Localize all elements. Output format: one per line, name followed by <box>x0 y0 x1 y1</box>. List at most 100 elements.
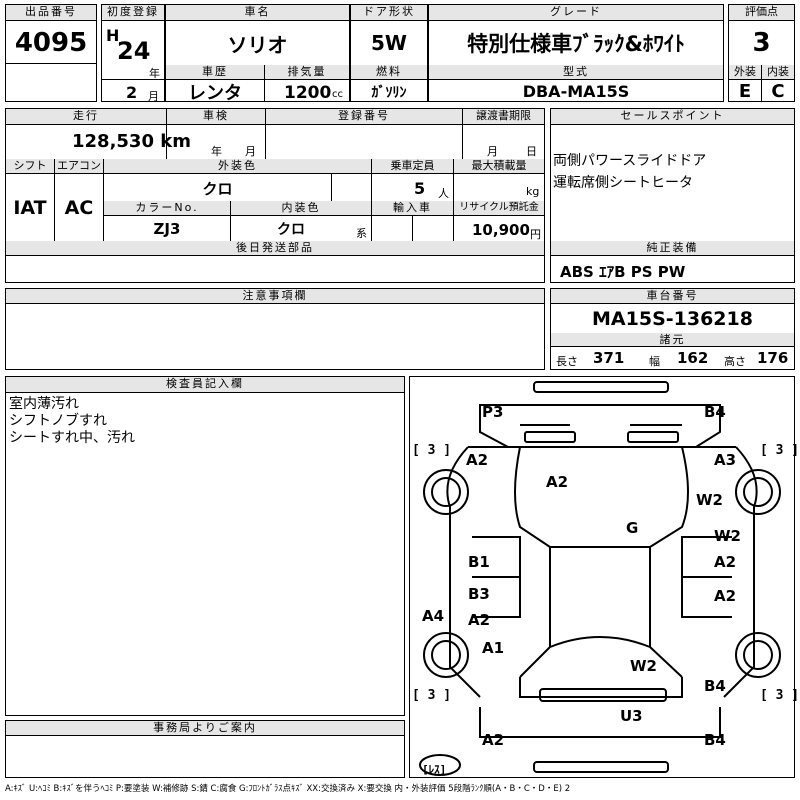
month-unit: 月 <box>148 90 159 103</box>
notes-box: 注意事項欄 <box>5 288 545 370</box>
history-value: レンタ <box>188 82 242 104</box>
spec-block: 走行 車検 登録番号 譲渡書期限 128,530 km 年 月 月 日 シフト … <box>5 108 545 283</box>
length-label: 長さ <box>556 355 578 368</box>
car-name: ソリオ <box>227 32 288 57</box>
mark-a2-bottom: A2 <box>482 731 504 749</box>
model-value: DBA-MA15S <box>522 82 630 101</box>
month-value: 2 <box>126 83 138 102</box>
recycle-label: リサイクル預託金 <box>454 201 544 216</box>
lot-box: 出品番号 4095 <box>5 4 97 102</box>
legend: A:ｷｽﾞ U:ﾍｺﾐ B:ｷｽﾞを伴うﾍｺﾐ P:要塗装 W:補修跡 S:錆 … <box>5 784 571 794</box>
displacement-unit: cc <box>332 89 343 100</box>
capacity-unit: 人 <box>438 187 449 200</box>
equipment-label: 純正装備 <box>551 241 794 256</box>
inspector-line-1: 室内薄汚れ <box>9 396 79 412</box>
transfer-month-unit: 月 <box>487 145 498 158</box>
fuel-label: 燃料 <box>351 65 427 80</box>
year-unit: 年 <box>149 67 160 80</box>
score-box: 評価点 3 外装 内装 E C <box>728 4 795 102</box>
era-letter: H <box>106 26 120 45</box>
equipment-value: ABS ｴｱB PS PW <box>560 263 686 281</box>
mark-a3: A3 <box>714 451 736 469</box>
year-value: 24 <box>117 37 151 65</box>
inspector-box: 検査員記入欄 室内薄汚れ シフトノブすれ シートすれ中、汚れ <box>5 376 405 716</box>
inspector-line-3: シートすれ中、汚れ <box>9 430 135 446</box>
mark-a2-rr: A2 <box>714 587 736 605</box>
mark-w2-rear: W2 <box>630 657 657 675</box>
lot-label: 出品番号 <box>6 5 96 21</box>
grade-label: グレード <box>429 5 723 21</box>
mark-g: G <box>626 519 638 537</box>
car-name-box: 車名 ソリオ 車歴 排気量 レンタ 1200 cc <box>165 4 350 104</box>
mark-u3: U3 <box>620 707 643 725</box>
sales-line-2: 運転席側シートヒータ <box>553 175 693 191</box>
door-label: ドア形状 <box>351 5 427 21</box>
score-label: 評価点 <box>729 5 794 21</box>
int-color-value: クロ <box>277 222 305 238</box>
tire-mark-rr: [ 3 ] <box>760 688 799 703</box>
chassis-box: 車台番号 MA15S-136218 諸元 長さ 371 幅 162 高さ 176 <box>550 288 795 370</box>
spare-less: [ﾚｽ] <box>422 763 446 776</box>
sales-point-label: セールスポイント <box>551 109 794 125</box>
first-reg-box: 初度登録 H 24 年 2 月 <box>101 4 165 103</box>
length-value: 371 <box>593 349 625 367</box>
color-no-value: ZJ3 <box>153 220 181 238</box>
tire-mark-fr: [ 3 ] <box>760 443 799 458</box>
recycle-unit: 円 <box>530 228 541 241</box>
tire-mark-fl: [ 3 ] <box>412 443 451 458</box>
height-value: 176 <box>757 349 789 367</box>
chassis-value: MA15S-136218 <box>592 308 753 330</box>
recycle-value: 10,900 <box>472 221 530 239</box>
mark-w2-r: W2 <box>696 491 723 509</box>
mark-a1: A1 <box>482 639 504 657</box>
transfer-day-unit: 日 <box>526 145 537 158</box>
mileage-label: 走行 <box>6 109 166 125</box>
width-label: 幅 <box>649 355 660 368</box>
displacement-label: 排気量 <box>265 65 349 80</box>
notes-label: 注意事項欄 <box>6 289 544 304</box>
office-label: 事務局よりご案内 <box>6 721 404 736</box>
height-label: 高さ <box>724 355 746 368</box>
mark-w2-rd: W2 <box>714 527 741 545</box>
fuel-value: ｶﾞｿﾘﾝ <box>371 84 407 101</box>
mark-b4-top: B4 <box>704 403 726 421</box>
mark-b1: B1 <box>468 553 490 571</box>
mark-p3: P3 <box>482 403 503 421</box>
transfer-label: 譲渡書期限 <box>463 109 544 125</box>
later-parts-label: 後日発送部品 <box>6 241 544 256</box>
shift-value: IAT <box>13 197 47 219</box>
door-value: 5W <box>371 31 407 55</box>
reg-no-label: 登録番号 <box>266 109 462 125</box>
inspector-label: 検査員記入欄 <box>6 377 404 393</box>
history-label: 車歴 <box>166 65 264 80</box>
displacement-value: 1200 <box>284 83 332 103</box>
inspection-label: 車検 <box>167 109 265 125</box>
ext-grade: E <box>738 81 752 102</box>
inspection-month-unit: 月 <box>245 145 256 158</box>
int-color-label: 内装色 <box>231 201 371 216</box>
mileage-value: 128,530 km <box>72 131 191 152</box>
load-label: 最大積載量 <box>454 159 544 174</box>
mark-a2-rd: A2 <box>714 553 736 571</box>
mark-a2-hood: A2 <box>546 473 568 491</box>
dims-label: 諸元 <box>551 333 794 347</box>
width-value: 162 <box>677 349 709 367</box>
int-grade: C <box>771 81 785 102</box>
load-unit: kg <box>526 185 540 198</box>
mark-b4-bottom: B4 <box>704 731 726 749</box>
int-color-unit: 系 <box>356 227 367 240</box>
grade-value: 特別仕様車ﾌﾞﾗｯｸ&ﾎﾜｲﾄ <box>467 32 685 56</box>
mark-a2-fl: A2 <box>466 451 488 469</box>
car-diagram-box: P3 B4 A2 A3 A2 W2 G W2 B1 A2 B3 A2 A4 A2… <box>409 376 799 778</box>
chassis-label: 車台番号 <box>551 289 794 304</box>
color-value: クロ <box>202 179 233 198</box>
model-label: 型式 <box>429 65 723 80</box>
lot-value: 4095 <box>14 28 88 58</box>
car-diagram: P3 B4 A2 A3 A2 W2 G W2 B1 A2 B3 A2 A4 A2… <box>412 381 799 776</box>
mark-a4: A4 <box>422 607 444 625</box>
tire-mark-rl: [ 3 ] <box>412 688 451 703</box>
door-box: ドア形状 5W 燃料 ｶﾞｿﾘﾝ <box>350 4 428 102</box>
ext-label: 外装 <box>729 65 761 80</box>
mark-b3: B3 <box>468 585 490 603</box>
score-value: 3 <box>752 28 771 58</box>
